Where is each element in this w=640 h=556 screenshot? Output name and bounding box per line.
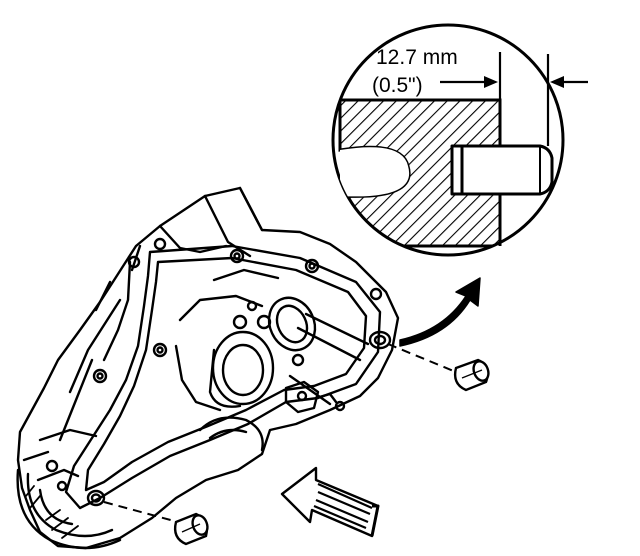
dimension-arrow-left [484,76,498,88]
bolt-hole [127,255,141,269]
bolt-hole [291,353,305,367]
lower-flange [16,468,122,550]
engine-block [16,186,400,550]
bolt-hole [308,262,316,270]
bolt-hole [369,287,383,301]
block-outline [16,186,400,550]
upper-dowel-hole [368,330,392,350]
detail-callout [331,23,588,257]
bolt-hole [92,368,108,384]
dowel-pin-section [450,144,554,196]
bolt-hole [232,314,248,330]
upper-port [267,296,317,352]
dimension-label-metric: 12.7 mm [376,46,458,69]
bolt-hole [229,248,245,264]
block-arrow-icon [280,466,380,538]
dowel-pin-icon [453,358,490,392]
dimension-label-imperial: (0.5") [372,74,423,97]
install-lines [103,343,457,523]
bolt-hole [233,252,241,260]
crank-seal-bore [198,416,264,452]
dowel-pin-icon [173,512,209,546]
bolt-hole [334,400,346,412]
oil-passage [296,326,362,362]
bolt-hole [152,342,168,358]
lower-dowel-hole [86,489,106,507]
bolt-hole [246,300,258,312]
fitting [284,380,320,414]
curved-arrow-icon [399,277,481,347]
dimension-arrow-right [550,76,564,88]
bolt-hole [156,346,164,354]
bolt-hole [56,480,68,492]
bolt-hole [153,237,167,251]
bolt-hole [45,459,59,473]
bolt-hole [304,258,320,274]
gasket-rail [64,244,382,510]
bolt-hole [96,372,104,380]
